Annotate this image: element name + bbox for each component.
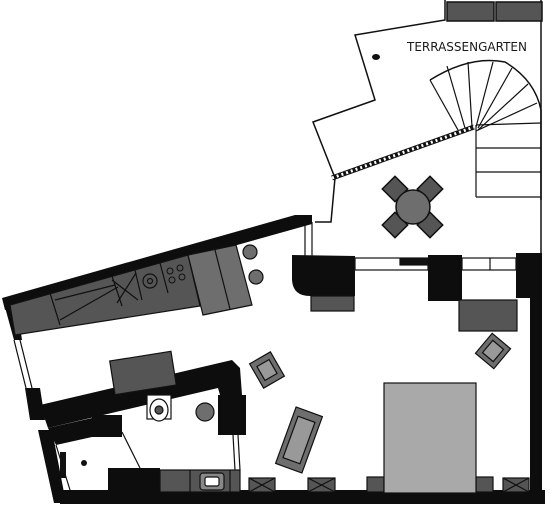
north-window bbox=[304, 222, 517, 271]
planter-box bbox=[495, 1, 543, 22]
floor-vent-icon bbox=[248, 477, 530, 493]
door-stop bbox=[60, 452, 66, 478]
spiral-stair-icon bbox=[429, 59, 542, 200]
lamp-icon bbox=[372, 54, 380, 60]
sideboard bbox=[310, 295, 355, 312]
cooktop-icon bbox=[166, 264, 186, 284]
lamp-icon bbox=[81, 460, 87, 466]
sink-icon bbox=[142, 273, 158, 289]
dresser bbox=[458, 299, 518, 332]
lounge-chair bbox=[274, 406, 324, 474]
bar-stool bbox=[242, 244, 258, 260]
terrace-label: TERRASSENGARTEN bbox=[406, 40, 527, 54]
desk bbox=[109, 350, 177, 396]
side-chair bbox=[474, 332, 512, 370]
dining-table-icon bbox=[381, 175, 444, 239]
west-window bbox=[13, 339, 33, 389]
planter-box bbox=[446, 1, 495, 22]
stool bbox=[195, 402, 215, 422]
armchair bbox=[248, 351, 286, 389]
vanity bbox=[159, 469, 241, 493]
bed bbox=[366, 382, 494, 494]
toilet-icon bbox=[146, 394, 172, 422]
bar-stool bbox=[248, 269, 264, 285]
stair-railing bbox=[331, 124, 475, 181]
